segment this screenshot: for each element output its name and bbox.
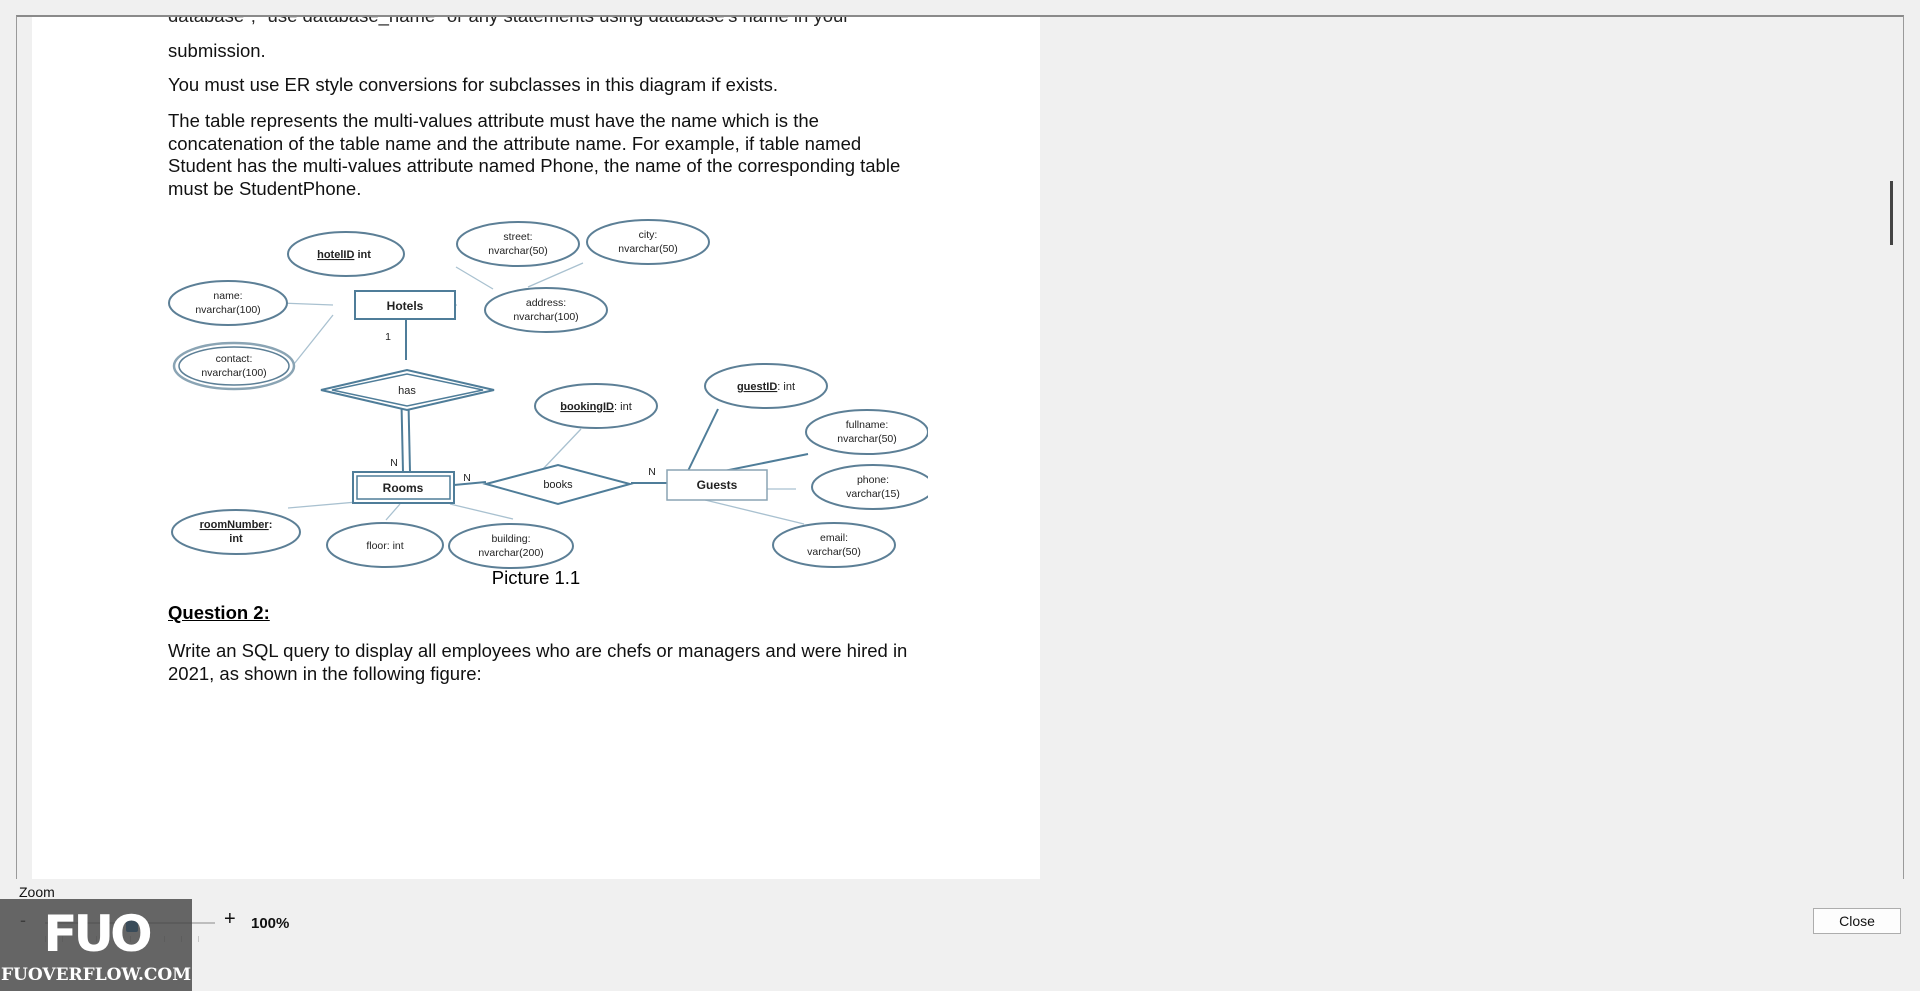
svg-text:contact:: contact: xyxy=(216,353,253,365)
svg-text:street:: street: xyxy=(503,231,532,243)
attribute-floor: floor: int xyxy=(326,522,444,568)
svg-text:has: has xyxy=(398,385,416,397)
attribute-bookingid: bookingID: int xyxy=(534,383,658,429)
svg-text:books: books xyxy=(543,479,573,491)
svg-text:building:: building: xyxy=(491,533,530,545)
question-text: Write an SQL query to display all employ… xyxy=(168,640,908,684)
svg-text:city:: city: xyxy=(639,229,658,241)
svg-text:varchar(50): varchar(50) xyxy=(807,546,861,558)
svg-text:varchar(15): varchar(15) xyxy=(846,488,900,500)
document-viewer[interactable]: database"; "use database_name" or any st… xyxy=(16,15,1904,879)
watermark-logo: FUO xyxy=(43,905,152,963)
zoom-label: Zoom xyxy=(19,884,55,900)
svg-text:bookingID: int: bookingID: int xyxy=(560,401,632,413)
paragraph-er-style: You must use ER style conversions for su… xyxy=(168,74,779,95)
svg-text:nvarchar(100): nvarchar(100) xyxy=(513,311,578,323)
attribute-contact-multivalued: contact: nvarchar(100) xyxy=(172,341,296,391)
svg-text:email:: email: xyxy=(820,532,848,544)
attribute-city: city: nvarchar(50) xyxy=(586,219,710,265)
attribute-street: street: nvarchar(50) xyxy=(456,221,580,267)
svg-text:fullname:: fullname: xyxy=(846,419,889,431)
watermark: FUO FUOVERFLOW.COM xyxy=(0,899,192,991)
svg-text:floor: int: floor: int xyxy=(366,540,403,552)
relationship-books: books xyxy=(482,463,634,506)
document-page: database"; "use database_name" or any st… xyxy=(32,17,1040,879)
svg-text:Guests: Guests xyxy=(697,478,738,492)
svg-text:nvarchar(100): nvarchar(100) xyxy=(195,304,260,316)
figure-caption: Picture 1.1 xyxy=(491,567,581,588)
er-diagram: hotelID int street: nvarchar(50) city: n… xyxy=(168,219,928,569)
entity-hotels: Hotels xyxy=(354,290,456,320)
svg-text:roomNumber:: roomNumber: xyxy=(200,519,273,531)
attribute-email: email: varchar(50) xyxy=(772,522,896,568)
svg-text:phone:: phone: xyxy=(857,474,889,486)
attribute-address: address: nvarchar(100) xyxy=(484,287,608,333)
attribute-building: building: nvarchar(200) xyxy=(448,523,574,569)
svg-text:hotelID int: hotelID int xyxy=(317,249,371,261)
svg-text:guestID: int: guestID: int xyxy=(737,381,795,393)
attribute-roomnumber: roomNumber: int xyxy=(171,509,301,555)
close-button[interactable]: Close xyxy=(1813,908,1901,934)
svg-text:nvarchar(50): nvarchar(50) xyxy=(837,433,897,445)
svg-text:Rooms: Rooms xyxy=(383,481,424,495)
question-heading: Question 2: xyxy=(168,602,270,623)
svg-text:int: int xyxy=(229,533,243,545)
vertical-scrollbar-thumb[interactable] xyxy=(1890,181,1893,245)
paragraph-multivalue: The table represents the multi-values at… xyxy=(168,110,901,199)
cardinality-rooms-books: N xyxy=(463,472,471,484)
svg-text:address:: address: xyxy=(526,297,566,309)
svg-text:nvarchar(50): nvarchar(50) xyxy=(488,245,548,257)
attribute-phone: phone: varchar(15) xyxy=(811,464,928,510)
zoom-value: 100% xyxy=(251,915,290,932)
attribute-guestid: guestID: int xyxy=(704,363,828,409)
svg-text:nvarchar(50): nvarchar(50) xyxy=(618,243,678,255)
attribute-name: name: nvarchar(100) xyxy=(168,280,288,326)
svg-text:Hotels: Hotels xyxy=(387,299,424,313)
watermark-site: FUOVERFLOW.COM xyxy=(0,965,192,985)
entity-guests: Guests xyxy=(666,469,768,501)
attribute-fullname: fullname: nvarchar(50) xyxy=(805,409,928,455)
svg-text:nvarchar(200): nvarchar(200) xyxy=(478,547,543,559)
cardinality-rooms-has: N xyxy=(390,457,398,469)
paragraph-submission: submission. xyxy=(168,40,266,61)
cardinality-hotels-has: 1 xyxy=(385,331,391,343)
svg-text:name:: name: xyxy=(213,290,242,302)
svg-text:nvarchar(100): nvarchar(100) xyxy=(201,367,266,379)
er-relationship-lines xyxy=(400,318,809,486)
cardinality-guests-books: N xyxy=(648,466,656,478)
zoom-in-button[interactable]: + xyxy=(224,908,236,930)
entity-rooms-weak: Rooms xyxy=(352,471,455,504)
cut-off-text-line: database"; "use database_name" or any st… xyxy=(168,17,914,28)
attribute-hotelid: hotelID int xyxy=(287,231,405,277)
relationship-has-weak: has xyxy=(320,368,495,412)
